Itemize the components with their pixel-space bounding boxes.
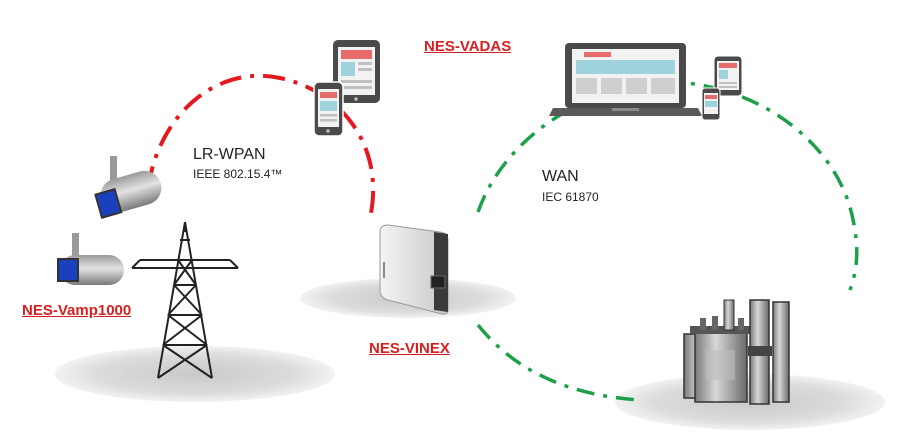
phone-icon-right (701, 87, 721, 121)
nes-vamp-label[interactable]: NES-Vamp1000 (22, 302, 132, 319)
wan-link (476, 79, 859, 291)
laptop-icon (549, 43, 702, 116)
nes-vinex-label[interactable]: NES-VINEX (369, 340, 450, 357)
nes-vadas-label[interactable]: NES-VADAS (424, 38, 512, 55)
tablet-icon-right (713, 55, 743, 97)
gateway-device-icon (379, 224, 449, 315)
transmission-tower-icon (131, 221, 239, 379)
phone-icon-left (313, 81, 344, 137)
ground-shadow-tower (55, 346, 335, 402)
substation-icon (683, 299, 790, 405)
sensor-icon-lower (57, 233, 124, 285)
wan-link-lower (476, 323, 641, 402)
lr-wpan-label: LR-WPAN (193, 146, 266, 163)
wan-standard-label: IEC 61870 (542, 190, 599, 204)
lr-wpan-standard-label: IEEE 802.15.4™ (193, 167, 283, 181)
lr-wpan-link (146, 73, 376, 219)
tablet-icon-left (333, 40, 380, 103)
wan-label: WAN (542, 168, 579, 185)
sensor-icon-upper (94, 156, 162, 219)
